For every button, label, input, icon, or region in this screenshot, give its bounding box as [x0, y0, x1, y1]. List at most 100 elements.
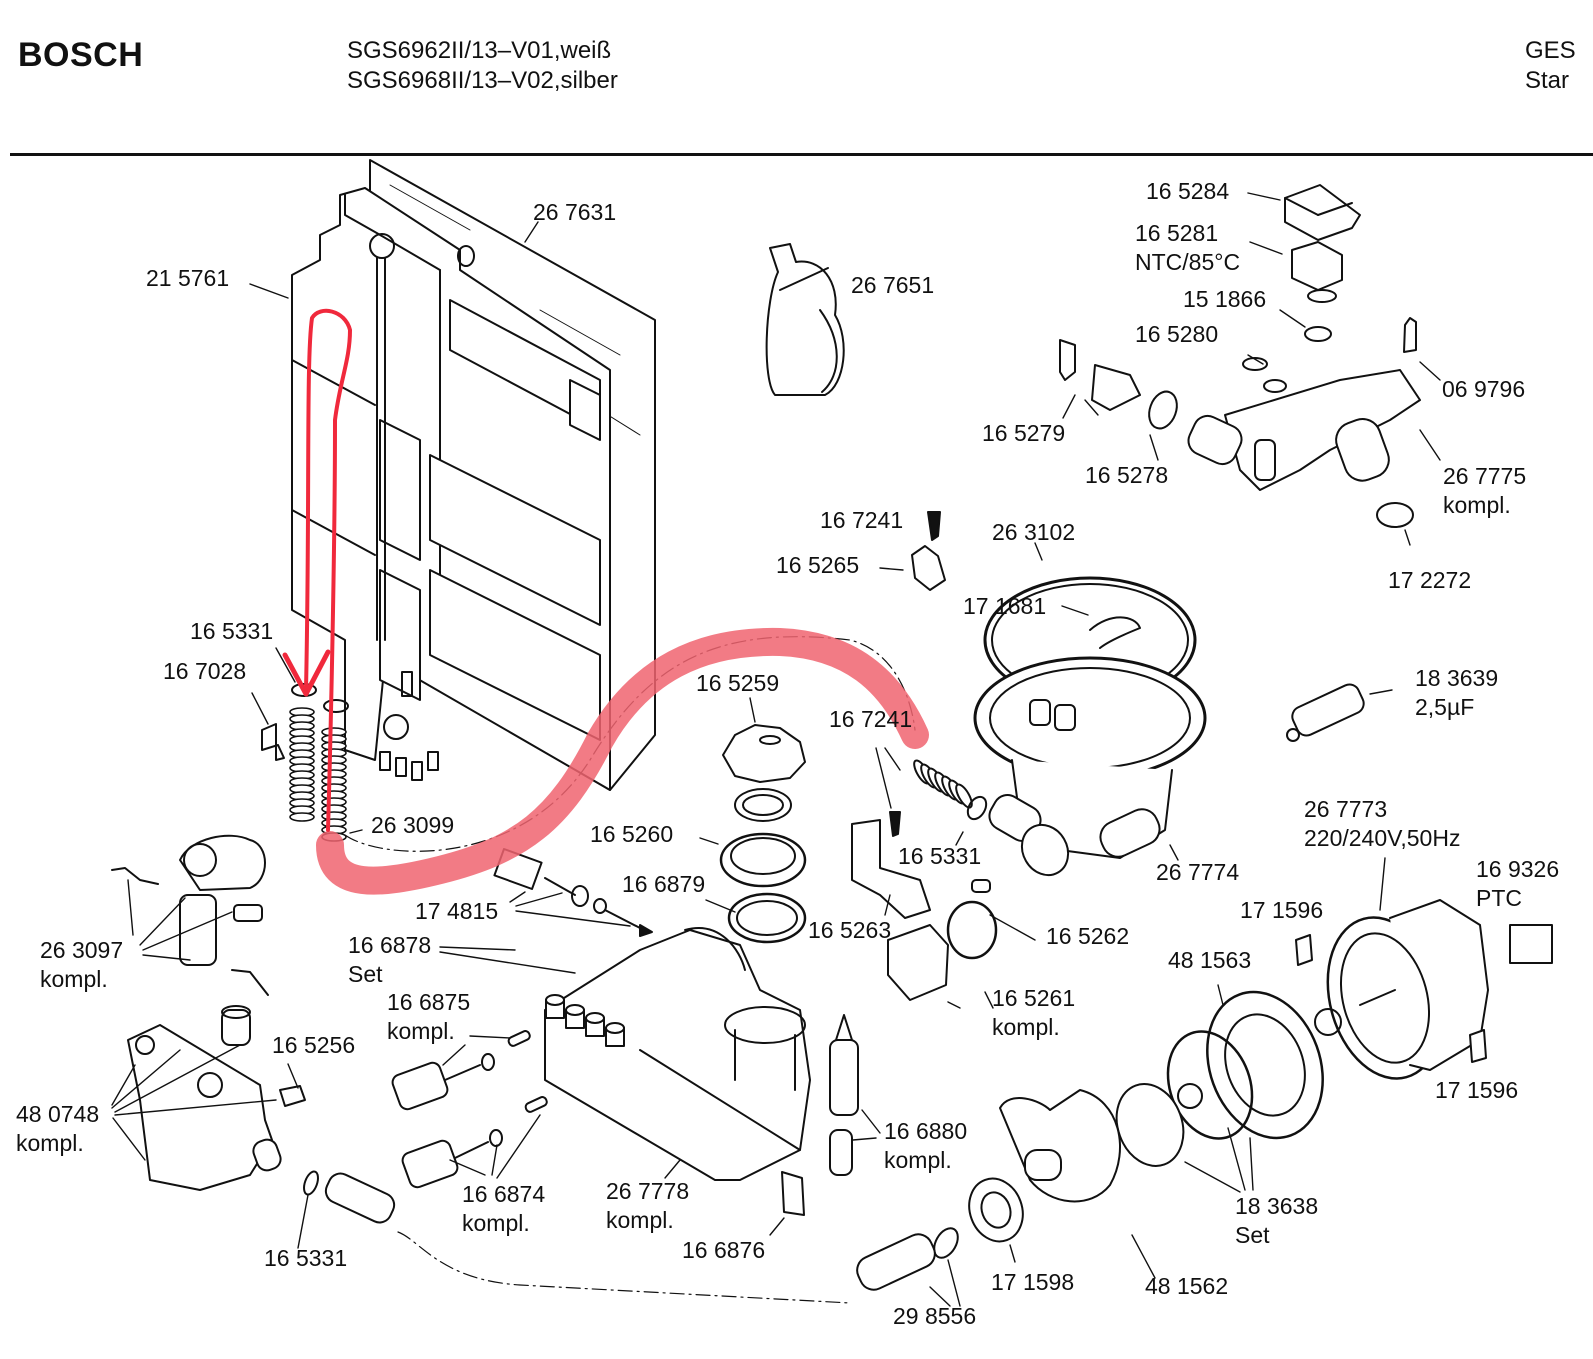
part-number: 26 7778 — [606, 1178, 690, 1204]
capacitor — [1286, 683, 1365, 742]
part-number: 16 5331 — [264, 1245, 348, 1271]
part-number: 18 3639 — [1415, 665, 1499, 691]
part-label: 16 5279 — [982, 419, 1065, 448]
part-number: 16 5284 — [1146, 178, 1230, 204]
part-label: 26 7651 — [851, 271, 934, 300]
part-label: 06 9796 — [1442, 375, 1525, 404]
part-number: 26 7775 — [1443, 463, 1527, 489]
part-number: 18 3638 — [1235, 1193, 1319, 1219]
part-number: 16 5279 — [982, 420, 1066, 446]
part-number: 16 5331 — [898, 843, 982, 869]
part-number: 15 1866 — [1183, 286, 1267, 312]
part-number: 17 2272 — [1388, 567, 1472, 593]
part-number: 16 5265 — [776, 552, 860, 578]
part-label: 16 5278 — [1085, 461, 1168, 490]
part-number: 17 1681 — [963, 593, 1047, 619]
part-label: 48 0748 kompl. — [16, 1100, 99, 1158]
part-label: 26 7631 — [533, 198, 616, 227]
part-label: 26 7773 220/240V,50Hz — [1304, 795, 1460, 853]
leader-lines — [111, 192, 1441, 1307]
corner-line: GES — [1525, 37, 1576, 64]
red-annotation — [282, 308, 929, 895]
part-number: 26 7631 — [533, 199, 617, 225]
part-number: 26 3099 — [371, 812, 455, 838]
filter-rings — [719, 724, 807, 944]
part-number: 17 4815 — [415, 898, 499, 924]
part-number: 16 5259 — [696, 670, 780, 696]
seal-ring — [291, 683, 317, 697]
part-note: PTC — [1476, 885, 1522, 911]
red-arrow-line — [304, 308, 352, 832]
pump-assembly-26-7775 — [1059, 184, 1421, 528]
screw-icon — [927, 511, 941, 541]
part-label: 16 5259 — [696, 669, 779, 698]
screw-icon — [889, 811, 901, 837]
circulation-motor — [1295, 899, 1553, 1080]
part-number: 16 6878 — [348, 932, 432, 958]
part-number: 16 5262 — [1046, 923, 1130, 949]
inlet-valve-assembly — [111, 834, 306, 1191]
brand-logo: BOSCH — [18, 36, 144, 74]
part-number: 16 6876 — [682, 1237, 766, 1263]
part-note: 220/240V,50Hz — [1304, 825, 1461, 851]
part-note: kompl. — [16, 1130, 84, 1156]
dispenser-cup-top — [605, 1022, 625, 1034]
part-number: 16 7028 — [163, 658, 247, 684]
part-note: kompl. — [462, 1210, 530, 1236]
part-note: kompl. — [40, 966, 108, 992]
hose-coil — [289, 812, 315, 822]
corner-text: GES Star — [1525, 36, 1576, 96]
part-number: 29 8556 — [893, 1303, 977, 1329]
part-number: 48 1562 — [1145, 1273, 1229, 1299]
part-label: 29 8556 — [893, 1302, 976, 1331]
part-label: 16 6876 — [682, 1236, 765, 1265]
part-number: 16 5281 — [1135, 220, 1219, 246]
part-number: 16 5280 — [1135, 321, 1219, 347]
dispenser-cup-top — [565, 1004, 585, 1016]
dispenser-pumps — [391, 1030, 548, 1189]
part-number: 21 5761 — [146, 265, 230, 291]
part-number: 16 5256 — [272, 1032, 356, 1058]
part-note: Set — [348, 961, 383, 987]
part-number: 48 0748 — [16, 1101, 100, 1127]
heater-relay-parts — [851, 819, 998, 1001]
dispenser-cup-top — [585, 1012, 605, 1024]
part-label: 48 1562 — [1145, 1272, 1228, 1301]
part-label: 16 6879 — [622, 870, 705, 899]
part-label: 16 5265 — [776, 551, 859, 580]
drain-hoses — [289, 707, 347, 842]
pump-housing-parts — [856, 990, 1324, 1291]
panel-connectors — [379, 751, 439, 781]
part-label: 16 5260 — [590, 820, 673, 849]
part-label: 17 4815 — [415, 897, 498, 926]
sump-assembly — [913, 576, 1207, 877]
part-label: 17 1596 — [1435, 1076, 1518, 1105]
part-number: 26 7773 — [1304, 796, 1388, 822]
header-divider — [10, 153, 1593, 156]
part-label: 17 2272 — [1388, 566, 1471, 595]
part-number: 26 7774 — [1156, 859, 1240, 885]
bracket-part — [911, 545, 946, 591]
highlight-hose-path — [316, 627, 929, 895]
part-label: 26 3102 — [992, 518, 1075, 547]
part-number: 16 6875 — [387, 989, 471, 1015]
part-label: 16 5331 — [898, 842, 981, 871]
inlet-hose-ring — [303, 1170, 396, 1224]
part-number: 26 7651 — [851, 272, 935, 298]
part-number: 16 5260 — [590, 821, 674, 847]
part-label: 16 7241 — [820, 506, 903, 535]
connection-line — [397, 1231, 851, 1304]
part-label: 21 5761 — [146, 264, 229, 293]
part-number: 06 9796 — [1442, 376, 1526, 402]
part-label: 16 5284 — [1146, 177, 1229, 206]
heat-exchanger-panel — [291, 159, 656, 791]
part-label: 16 5331 — [264, 1244, 347, 1273]
